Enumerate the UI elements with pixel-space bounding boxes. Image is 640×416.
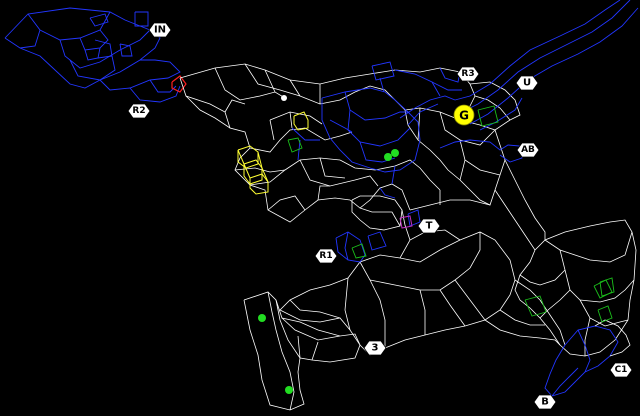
- white-item-dot: [281, 95, 287, 101]
- blue-zone-northwest: [4, 7, 181, 103]
- blue-zone-central: [291, 61, 523, 263]
- marker-r3-label: R3: [461, 69, 474, 79]
- green-items: [258, 149, 399, 394]
- marker-c1[interactable]: C1: [609, 362, 633, 378]
- east-complex: [404, 81, 637, 357]
- marker-u[interactable]: U: [515, 75, 539, 91]
- marker-in-label: IN: [154, 25, 166, 36]
- marker-ab-label: AB: [521, 145, 535, 155]
- marker-r1[interactable]: R1: [314, 248, 338, 264]
- marker-u-label: U: [523, 78, 531, 89]
- south-east-corridor: [544, 279, 631, 397]
- marker-r2[interactable]: R2: [127, 103, 151, 119]
- marker-r1-label: R1: [319, 251, 332, 261]
- central-complex: [179, 63, 476, 231]
- green-item-4[interactable]: [285, 386, 293, 394]
- marker-in[interactable]: IN: [148, 22, 172, 38]
- marker-t-label: T: [426, 221, 433, 232]
- marker-b[interactable]: B: [533, 394, 557, 410]
- south-complex: [279, 190, 566, 356]
- marker-c1-label: C1: [615, 365, 628, 375]
- marker-g[interactable]: G: [453, 104, 475, 126]
- marker-r2-label: R2: [132, 106, 145, 116]
- marker-3-label: 3: [372, 343, 379, 354]
- marker-ab[interactable]: AB: [516, 142, 540, 158]
- yellow-highlight-block: [237, 111, 309, 195]
- southwest-corridor: [243, 291, 361, 411]
- green-item-3[interactable]: [258, 314, 266, 322]
- marker-b-label: B: [541, 397, 549, 408]
- marker-g-label: G: [459, 109, 469, 123]
- green-item-2[interactable]: [391, 149, 399, 157]
- marker-3[interactable]: 3: [363, 340, 387, 356]
- green-item-1[interactable]: [384, 153, 392, 161]
- green-connectors: [287, 105, 615, 317]
- marker-t[interactable]: T: [417, 218, 441, 234]
- magenta-marker: [399, 215, 413, 229]
- marker-r3[interactable]: R3: [456, 66, 480, 82]
